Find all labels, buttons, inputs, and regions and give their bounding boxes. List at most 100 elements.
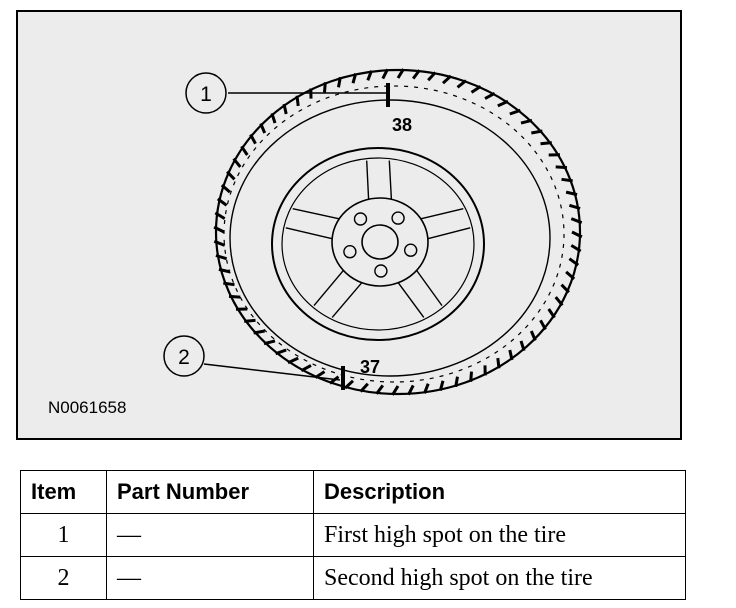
- tread-mark: [218, 267, 231, 274]
- tread-mark: [366, 70, 373, 81]
- tread-mark: [519, 340, 526, 352]
- tread-mark: [570, 217, 583, 225]
- tire-mark-38: 38: [392, 115, 412, 135]
- tread-mark: [529, 330, 537, 342]
- tread-mark: [456, 79, 468, 89]
- tread-mark: [555, 165, 568, 170]
- tread-mark: [438, 380, 445, 391]
- tread-mark: [407, 384, 415, 396]
- tread-mark: [554, 296, 564, 307]
- spoke-edge: [313, 269, 344, 307]
- tread-mark: [540, 141, 552, 146]
- tread-mark: [228, 294, 241, 299]
- tread-mark: [381, 68, 389, 80]
- tread-mark: [214, 211, 226, 220]
- tread-mark: [411, 69, 421, 80]
- tread-mark: [571, 230, 583, 239]
- tread-mark: [282, 103, 288, 115]
- part-number-cell: —: [106, 513, 314, 557]
- tread-mark: [423, 383, 430, 394]
- tread-mark: [220, 183, 231, 194]
- tread-mark: [375, 384, 385, 395]
- tread-mark: [359, 382, 369, 393]
- tread-mark: [226, 170, 236, 181]
- tread-mark: [300, 364, 312, 373]
- tread-mark: [469, 371, 473, 382]
- wheel-rim: [271, 147, 485, 341]
- tread-mark: [441, 74, 452, 85]
- header-part-number: Part Number: [106, 470, 314, 514]
- tread-mark: [454, 376, 459, 388]
- tread-mark: [275, 348, 287, 356]
- spoke-edge: [427, 227, 471, 240]
- spoke-edge: [292, 208, 340, 220]
- spoke-edge: [388, 160, 393, 200]
- header-description: Description: [313, 470, 686, 514]
- tread-mark: [215, 254, 228, 261]
- tread-mark: [391, 385, 400, 396]
- tread-mark: [547, 308, 556, 319]
- tread-mark: [223, 281, 235, 287]
- item-cell: 2: [20, 556, 107, 600]
- figure-id-label: N0061658: [48, 398, 127, 417]
- item-cell: 1: [20, 513, 107, 557]
- tread-mark: [216, 197, 228, 207]
- tread-mark: [396, 68, 405, 79]
- tread-mark: [508, 349, 514, 361]
- tread-mark: [509, 108, 521, 116]
- tread-mark: [344, 379, 355, 390]
- figure-panel: 1 38 2 37 N0061658: [16, 10, 682, 440]
- header-item: Item: [20, 470, 107, 514]
- tread-mark: [531, 129, 543, 135]
- lug-nut: [374, 264, 388, 278]
- callout-2-number: 2: [178, 346, 190, 369]
- parts-table: Item Part Number Description 1 — First h…: [20, 470, 686, 600]
- tread-mark: [565, 270, 576, 281]
- lug-nut: [391, 211, 405, 225]
- spoke-edge: [397, 282, 425, 318]
- lug-nut: [343, 244, 357, 259]
- spoke-edge: [366, 160, 370, 200]
- tread-mark: [560, 283, 570, 294]
- lug-nut: [353, 212, 368, 226]
- tread-mark: [232, 157, 242, 168]
- lug-nut: [404, 243, 418, 257]
- tread-mark: [240, 145, 249, 156]
- tread-mark: [470, 85, 482, 94]
- table-row: 1 — First high spot on the tire: [20, 513, 686, 557]
- callout-1: 1 38: [185, 72, 412, 135]
- description-cell: First high spot on the tire: [313, 513, 686, 557]
- tread-mark: [565, 190, 578, 197]
- description-cell: Second high spot on the tire: [313, 556, 686, 600]
- tread-mark: [568, 257, 580, 267]
- callout-2: 2 37: [163, 335, 380, 390]
- tread-mark: [570, 244, 582, 253]
- tread-mark: [568, 203, 581, 210]
- tread-mark: [323, 82, 327, 93]
- tread-mark: [295, 95, 300, 107]
- tread-mark: [427, 71, 437, 82]
- tread-mark: [497, 99, 509, 108]
- tread-mark: [520, 118, 533, 125]
- spoke-edge: [331, 282, 363, 318]
- tire-mark-37: 37: [360, 357, 380, 377]
- tire-illustration: 1 38 2 37: [163, 68, 583, 396]
- tire: [213, 68, 583, 396]
- tread-mark: [253, 329, 265, 335]
- tread-mark: [337, 76, 342, 88]
- tread-mark: [351, 73, 358, 84]
- tread-mark: [263, 339, 276, 346]
- tread-mark: [561, 177, 573, 183]
- tread-mark: [213, 239, 226, 247]
- tread-mark: [539, 319, 547, 331]
- tread-mark: [270, 112, 277, 124]
- spoke-edge: [416, 269, 443, 307]
- tread-mark: [484, 91, 496, 100]
- part-number-cell: —: [106, 556, 314, 600]
- table-row: 2 — Second high spot on the tire: [20, 556, 686, 600]
- spoke-edge: [420, 208, 464, 220]
- tread-mark: [259, 122, 267, 134]
- tread-mark: [213, 225, 225, 234]
- spoke-edge: [285, 227, 333, 240]
- tread-mark: [287, 356, 299, 365]
